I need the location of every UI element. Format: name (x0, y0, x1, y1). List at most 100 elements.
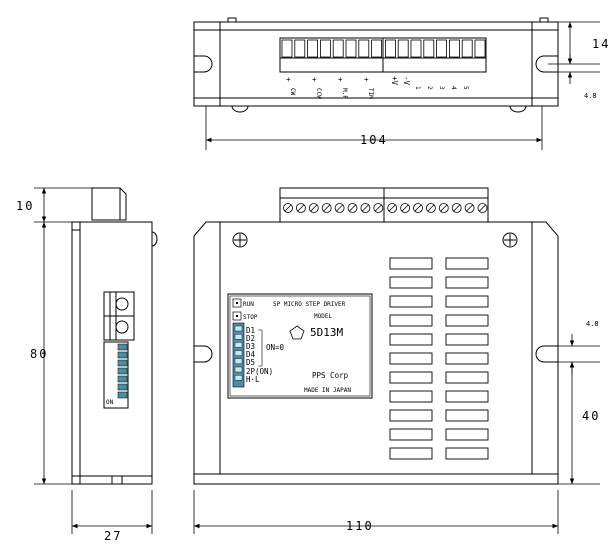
top-terminal-cells (281, 39, 486, 58)
front-view (193, 187, 559, 485)
top-pin-label: 3 (438, 86, 445, 90)
slotted-screw-icon (295, 203, 306, 213)
dim-text-14: 14 (592, 37, 610, 51)
plate-dip-cell (234, 366, 243, 373)
dim-text-27: 27 (104, 529, 122, 543)
switch-label: D2 (246, 334, 255, 343)
stop-indicator-icon (232, 311, 242, 321)
pentagon-icon (289, 325, 305, 340)
vent-slot (389, 257, 433, 270)
vent-slot (389, 409, 433, 422)
slotted-screw-icon (283, 203, 293, 213)
top-terminal-cell (448, 39, 460, 58)
front-view-dimensions (193, 334, 600, 534)
dim-text-80: 80 (30, 347, 48, 361)
switch-label: 2P(ON) (246, 367, 273, 376)
top-pin-label: + (338, 75, 343, 84)
side-dip-switch (103, 341, 129, 409)
top-terminal-cell (461, 39, 473, 58)
top-pin-label: + (286, 75, 291, 84)
dim-text-104: 104 (360, 133, 388, 147)
nameplate-title: 5P MICRO STEP DRIVER (273, 301, 346, 308)
vent-slot (389, 428, 433, 441)
vent-slot (445, 371, 489, 384)
side-dip-cell (117, 391, 128, 399)
slotted-screw-icon (334, 203, 345, 213)
vent-slot (389, 314, 433, 327)
vent-slot (445, 447, 489, 460)
switch-label: D1 (246, 326, 255, 335)
top-left-slot (194, 55, 213, 73)
vent-slot (445, 333, 489, 346)
top-terminal-cell (294, 39, 306, 58)
vent-slot (445, 276, 489, 289)
dim-text-40: 40 (582, 409, 600, 423)
dim-text-4.8-top: 4.8 (584, 92, 597, 100)
dim-text-110: 110 (346, 519, 374, 533)
top-pin-label: 4 (450, 86, 457, 90)
plate-dip-cell (234, 325, 243, 332)
front-vent-slots (389, 257, 489, 460)
side-dip-cells (117, 343, 128, 399)
plate-dip-cell (234, 358, 243, 364)
model-caption: MODEL (314, 313, 332, 320)
vent-slot (445, 409, 489, 422)
front-view-outline (193, 221, 559, 485)
front-terminal-screws (283, 203, 488, 213)
top-terminal-cell (332, 39, 344, 58)
vent-slot (389, 447, 433, 460)
vent-slot (389, 295, 433, 308)
side-view (71, 187, 158, 485)
on-note: ON=0 (266, 343, 285, 352)
model-number: 5D13M (310, 326, 343, 339)
slotted-screw-icon (477, 203, 488, 213)
top-terminal-cell (397, 39, 409, 58)
stop-label: STOP (243, 314, 258, 321)
slotted-screw-icon (321, 203, 332, 213)
slotted-screw-icon (413, 203, 423, 213)
slotted-screw-icon (387, 203, 398, 213)
slotted-screw-icon (451, 203, 462, 213)
side-view-dimensions (34, 187, 153, 534)
plate-dip-cell (234, 375, 243, 381)
plate-dip-cell (234, 334, 243, 340)
top-terminal-cell (423, 39, 435, 58)
slotted-screw-icon (400, 203, 411, 213)
nameplate: RUN STOP 5P MICRO STEP DRIVER MODEL 5D13… (227, 293, 373, 399)
slotted-screw-icon (347, 203, 358, 213)
origin-text: MADE IN JAPAN (304, 387, 351, 394)
top-terminal-cell (345, 39, 357, 58)
switch-label: D4 (246, 350, 256, 359)
side-dip-cell (117, 375, 128, 383)
vent-slot (445, 314, 489, 327)
top-view-outline (193, 21, 559, 107)
side-dip-cell (117, 367, 128, 375)
top-pin-label: 1 (414, 86, 421, 90)
vent-slot (389, 352, 433, 365)
slotted-screw-icon (438, 203, 449, 213)
top-pin-label: 5 (462, 86, 469, 90)
front-right-slot (535, 345, 558, 363)
slotted-screw-icon (308, 203, 319, 213)
vent-slot (389, 333, 433, 346)
side-switch-knob-icon (115, 297, 129, 311)
top-terminal-pin-labels: + + + + +V -V 1 2 3 4 5 CW CCW M.F TIM (286, 75, 469, 99)
top-pin-label: -V (402, 76, 411, 86)
dim-text-10: 10 (16, 199, 34, 213)
top-pin-label: + (364, 75, 369, 84)
top-pin-name: CCW (315, 88, 322, 99)
switch-label: D5 (246, 358, 255, 367)
side-switch-on-label: ON (106, 399, 114, 406)
side-dip-cell (117, 343, 128, 351)
run-label: RUN (243, 301, 254, 308)
plate-dip-cell (234, 350, 243, 356)
side-switch-knob-icon (115, 320, 129, 334)
run-indicator-icon (232, 298, 242, 308)
top-terminal-cell (371, 39, 383, 58)
crosshair-circle-icon (502, 232, 518, 248)
vent-slot (445, 352, 489, 365)
front-left-slot (194, 345, 213, 363)
side-dip-cell (117, 359, 128, 367)
switch-label: H·L (246, 375, 260, 384)
top-terminal-cell (319, 39, 331, 58)
